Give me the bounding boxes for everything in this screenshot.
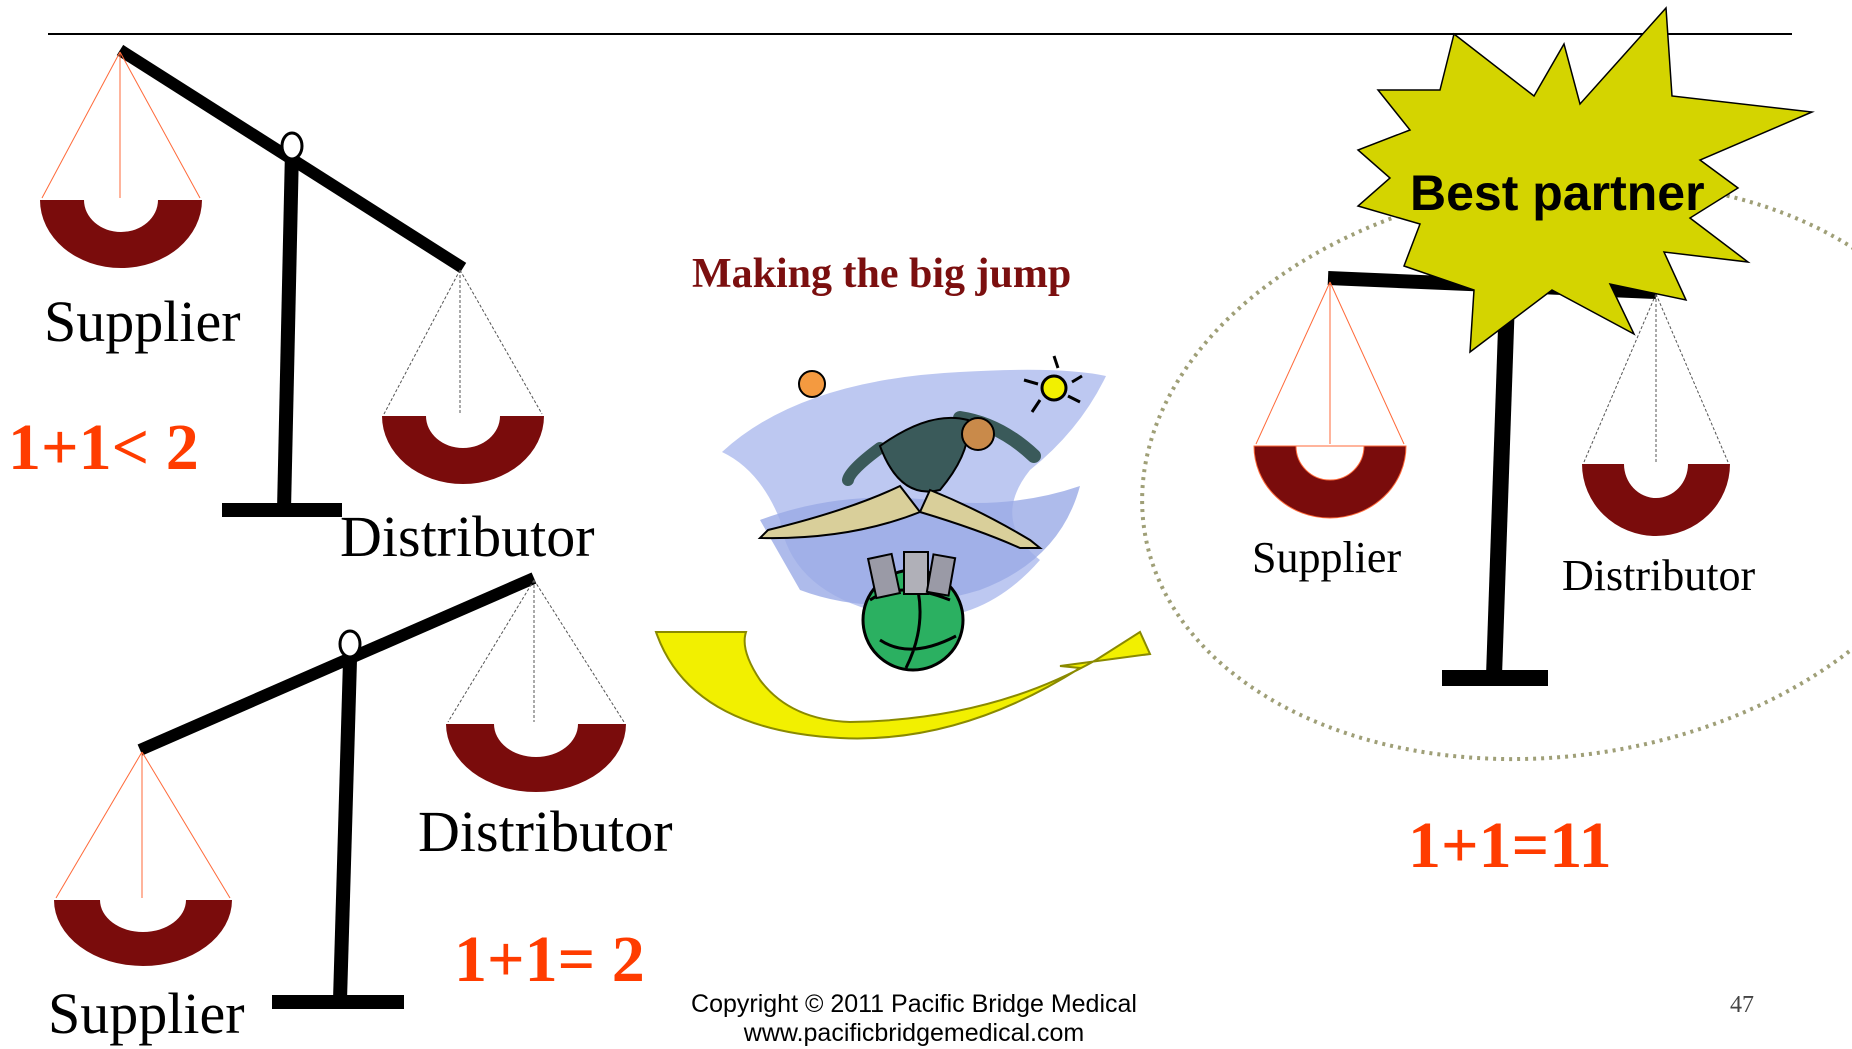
scale-right bbox=[1253, 269, 1730, 686]
bottom-left-supplier-label: Supplier bbox=[48, 981, 245, 1046]
scale-post bbox=[1486, 269, 1516, 677]
scale-pivot bbox=[280, 131, 304, 161]
right-supplier-label: Supplier bbox=[1252, 533, 1402, 582]
right-distributor-label: Distributor bbox=[1562, 551, 1756, 600]
scale-top-left bbox=[40, 44, 544, 517]
best-partner-label: Best partner bbox=[1410, 165, 1705, 221]
sun-icon bbox=[1023, 355, 1083, 413]
scale-post bbox=[277, 149, 299, 511]
bottom-left-distributor-label: Distributor bbox=[418, 799, 673, 864]
scale-pan-left bbox=[54, 900, 232, 966]
page-number: 47 bbox=[1730, 992, 1754, 1018]
top-left-distributor-label: Distributor bbox=[340, 504, 595, 569]
scale-bottom-left bbox=[54, 572, 626, 1009]
u-turn-arrow bbox=[654, 630, 1152, 740]
right-equation: 1+1=11 bbox=[1408, 809, 1612, 882]
scale-beam bbox=[137, 572, 537, 756]
starburst bbox=[1356, 6, 1815, 354]
copyright-line: Copyright © 2011 Pacific Bridge Medical bbox=[691, 990, 1137, 1018]
bottom-left-equation: 1+1= 2 bbox=[454, 923, 645, 996]
top-left-supplier-label: Supplier bbox=[44, 289, 241, 354]
top-left-equation: 1+1< 2 bbox=[8, 411, 199, 484]
copyright-footer: Copyright © 2011 Pacific Bridge Medical … bbox=[676, 990, 1152, 1048]
scale-pan-left bbox=[40, 200, 202, 268]
jumping-man-clipart bbox=[722, 355, 1106, 672]
big-jump-caption: Making the big jump bbox=[692, 251, 1072, 297]
scale-pan-right bbox=[382, 416, 544, 484]
scale-pan-right bbox=[446, 724, 626, 792]
scale-pan-right bbox=[1582, 464, 1730, 536]
scale-post bbox=[333, 659, 357, 1001]
scale-pan-left bbox=[1253, 445, 1407, 519]
scale-pivot bbox=[338, 629, 362, 659]
website-line: www.pacificbridgemedical.com bbox=[743, 1019, 1085, 1047]
